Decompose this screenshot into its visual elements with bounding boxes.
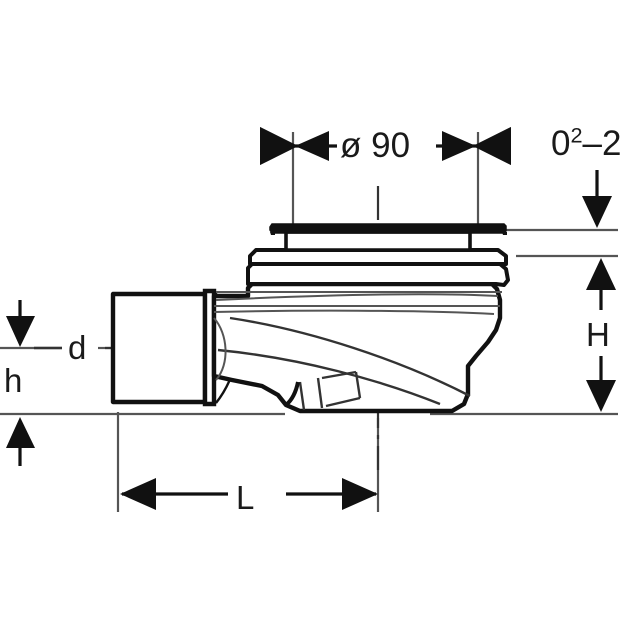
trap-body-outline — [211, 281, 503, 414]
collar-rings — [246, 248, 510, 287]
label-dimension-H: H — [586, 316, 610, 353]
dimension-h-arrows — [6, 300, 35, 466]
label-tolerance-note: 02–2 — [551, 124, 622, 163]
label-dimension-d: d — [68, 329, 87, 366]
pipe-collar — [202, 288, 217, 407]
internal-detail-lines — [213, 291, 502, 406]
label-diameter-90: ø 90 — [340, 126, 411, 165]
body-bottom-contour — [284, 381, 300, 407]
dimension-diameter-90 — [259, 126, 512, 166]
label-dimension-h: h — [4, 362, 23, 399]
dimension-L-arrows — [120, 478, 378, 510]
tolerance-tail: –2 — [582, 124, 622, 163]
tolerance-superscript: 2 — [570, 122, 583, 148]
dimension-tolerance-arrow — [582, 170, 612, 228]
riser-neck — [284, 230, 472, 252]
outlet-pipe — [110, 291, 208, 405]
bottom-bracket-detail — [298, 370, 362, 411]
tolerance-base: 0 — [551, 124, 571, 163]
top-cover-plate — [269, 223, 507, 235]
dimension-H-arrows — [586, 258, 616, 412]
label-dimension-L: L — [236, 479, 255, 516]
